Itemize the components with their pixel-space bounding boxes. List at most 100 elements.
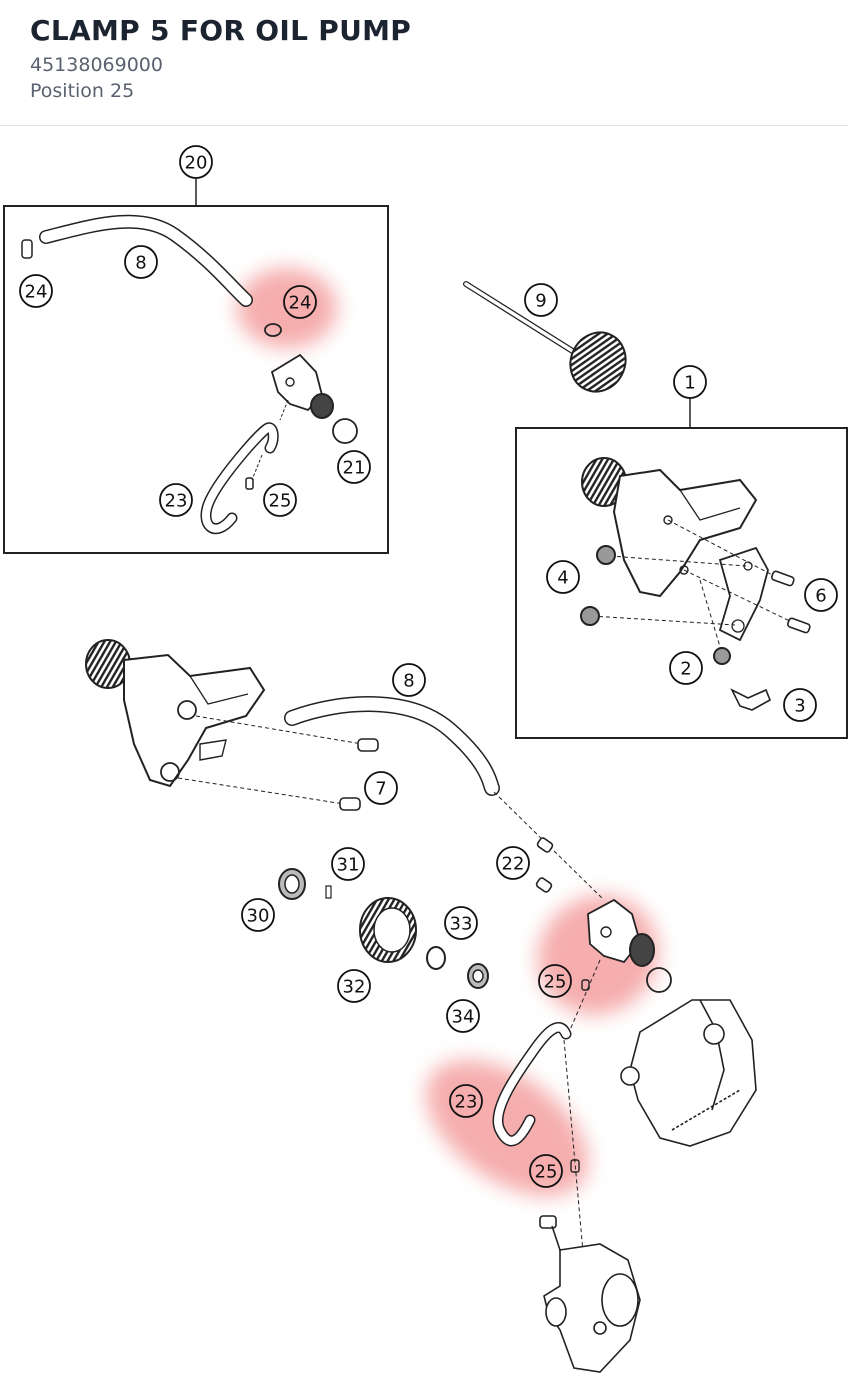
callout-number: 25	[269, 491, 292, 512]
nut-4b	[580, 606, 600, 626]
callout-number: 24	[289, 293, 312, 314]
header: CLAMP 5 FOR OIL PUMP 45138069000 Positio…	[0, 0, 848, 126]
gear-32	[359, 897, 417, 963]
callout-9: 9	[524, 283, 558, 317]
callout-circle	[529, 1154, 563, 1188]
callout-circle	[444, 906, 478, 940]
callout-21: 21	[337, 450, 371, 484]
part-title: CLAMP 5 FOR OIL PUMP	[30, 14, 412, 47]
callout-25-highlighted: 25	[538, 964, 572, 998]
callout-number: 25	[544, 972, 567, 993]
callout-number: 1	[684, 373, 695, 394]
callout-number: 4	[557, 568, 568, 589]
callout-23: 23	[159, 483, 193, 517]
callout-7: 7	[364, 771, 398, 805]
o-ring-21-large	[646, 967, 672, 993]
clamp-24-small	[21, 239, 33, 259]
callout-number: 8	[135, 253, 146, 274]
callout-circle	[449, 1084, 483, 1118]
callout-31: 31	[331, 847, 365, 881]
bushing-34	[467, 963, 489, 989]
callout-24: 24	[19, 274, 53, 308]
part-number: 45138069000	[30, 54, 163, 76]
oil-pump-large	[587, 898, 655, 967]
clamp-25-small	[245, 477, 254, 490]
highlight-hose-23-clamp-25	[425, 1060, 589, 1196]
callout-circle	[364, 771, 398, 805]
oil-cap-9	[463, 281, 627, 393]
circlip-33	[426, 946, 446, 970]
callout-circle	[124, 245, 158, 279]
pin-31	[325, 885, 332, 899]
highlight-clamp-24	[237, 268, 337, 348]
callout-number: 2	[680, 659, 691, 680]
callout-number: 22	[502, 854, 525, 875]
callout-number: 3	[794, 696, 805, 717]
engine-cover	[620, 999, 757, 1147]
callout-8: 8	[124, 245, 158, 279]
bushing-30	[278, 868, 306, 900]
oil-tank-large	[85, 639, 266, 788]
callout-circle	[392, 663, 426, 697]
callout-circle	[546, 560, 580, 594]
callout-circle	[337, 969, 371, 1003]
nut-2	[713, 647, 731, 665]
callout-number: 31	[337, 855, 360, 876]
callout-30: 30	[241, 898, 275, 932]
bolt-6a	[770, 570, 795, 587]
callout-number: 20	[185, 153, 208, 174]
callout-number: 7	[375, 779, 386, 800]
callout-circle	[669, 651, 703, 685]
callout-circle	[331, 847, 365, 881]
callout-20: 20	[179, 145, 213, 179]
carburetor	[539, 1215, 641, 1373]
callout-33: 33	[444, 906, 478, 940]
main-assembly	[85, 639, 757, 1373]
callout-3: 3	[783, 688, 817, 722]
clamp-24-highlighted	[264, 323, 282, 337]
callout-circle	[783, 688, 817, 722]
callout-24-highlighted: 24	[283, 285, 317, 319]
bolts-7	[339, 738, 379, 811]
callout-circle	[241, 898, 275, 932]
callout-4: 4	[546, 560, 580, 594]
callout-22: 22	[496, 846, 530, 880]
callout-circle	[179, 145, 213, 179]
callout-circle	[524, 283, 558, 317]
callout-number: 23	[455, 1092, 478, 1113]
callout-1: 1	[673, 365, 707, 399]
fitting-3	[730, 688, 772, 711]
screws-22	[535, 837, 554, 893]
callout-25: 25	[263, 483, 297, 517]
callout-circle	[337, 450, 371, 484]
callout-circle	[263, 483, 297, 517]
callout-circle	[496, 846, 530, 880]
callout-number: 25	[535, 1162, 558, 1183]
callout-circle	[673, 365, 707, 399]
callout-number: 24	[25, 282, 48, 303]
callout-number: 6	[815, 586, 826, 607]
set-1-box	[515, 427, 848, 739]
callout-circle	[446, 999, 480, 1033]
callout-34: 34	[446, 999, 480, 1033]
set-20-group	[3, 178, 389, 554]
callout-number: 30	[247, 906, 270, 927]
callout-number: 9	[535, 291, 546, 312]
callout-circle	[19, 274, 53, 308]
callout-number: 23	[165, 491, 188, 512]
callout-number: 33	[450, 914, 473, 935]
position-label: Position 25	[30, 80, 135, 102]
callout-25-highlighted: 25	[529, 1154, 563, 1188]
callout-number: 34	[452, 1007, 475, 1028]
callout-circle	[283, 285, 317, 319]
callout-8: 8	[392, 663, 426, 697]
callout-circle	[159, 483, 193, 517]
highlight-clamp-25-upper	[537, 895, 659, 1015]
o-ring-21-small	[332, 418, 358, 444]
callout-2: 2	[669, 651, 703, 685]
callout-23-highlighted: 23	[449, 1084, 483, 1118]
callout-circle	[538, 964, 572, 998]
nut-4a	[596, 545, 616, 565]
